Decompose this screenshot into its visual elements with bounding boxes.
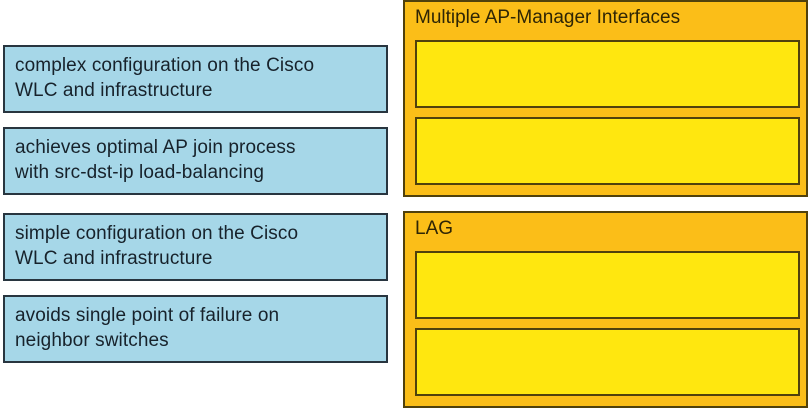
target-panel-title: LAG xyxy=(415,218,454,239)
option-card-simple-configuration[interactable]: simple configuration on the Cisco WLC an… xyxy=(3,213,388,281)
option-card-line: complex configuration on the Cisco xyxy=(15,55,315,76)
target-panel-title: Multiple AP-Manager Interfaces xyxy=(415,7,681,28)
option-card-complex-configuration[interactable]: complex configuration on the Cisco WLC a… xyxy=(3,45,388,113)
dropzone-slot[interactable] xyxy=(415,117,800,185)
option-card-line: achieves optimal AP join process xyxy=(15,137,296,158)
option-card-line: with src-dst-ip load-balancing xyxy=(15,162,265,183)
option-card-optimal-ap-join[interactable]: achieves optimal AP join process with sr… xyxy=(3,127,388,195)
target-panel-lag[interactable]: LAG xyxy=(403,211,808,408)
dropzone-slot[interactable] xyxy=(415,40,800,108)
dropzone-slot[interactable] xyxy=(415,328,800,396)
options-column: complex configuration on the Cisco WLC a… xyxy=(0,0,392,410)
option-card-line: avoids single point of failure on xyxy=(15,305,280,326)
targets-column: Multiple AP-Manager Interfaces LAG xyxy=(400,0,812,410)
option-card-line: WLC and infrastructure xyxy=(15,80,213,101)
option-card-line: WLC and infrastructure xyxy=(15,248,213,269)
option-card-line: neighbor switches xyxy=(15,330,169,351)
target-panel-multiple-ap-manager-interfaces[interactable]: Multiple AP-Manager Interfaces xyxy=(403,0,808,197)
option-card-avoids-single-point-of-failure[interactable]: avoids single point of failure on neighb… xyxy=(3,295,388,363)
dropzone-slot[interactable] xyxy=(415,251,800,319)
option-card-line: simple configuration on the Cisco xyxy=(15,223,299,244)
